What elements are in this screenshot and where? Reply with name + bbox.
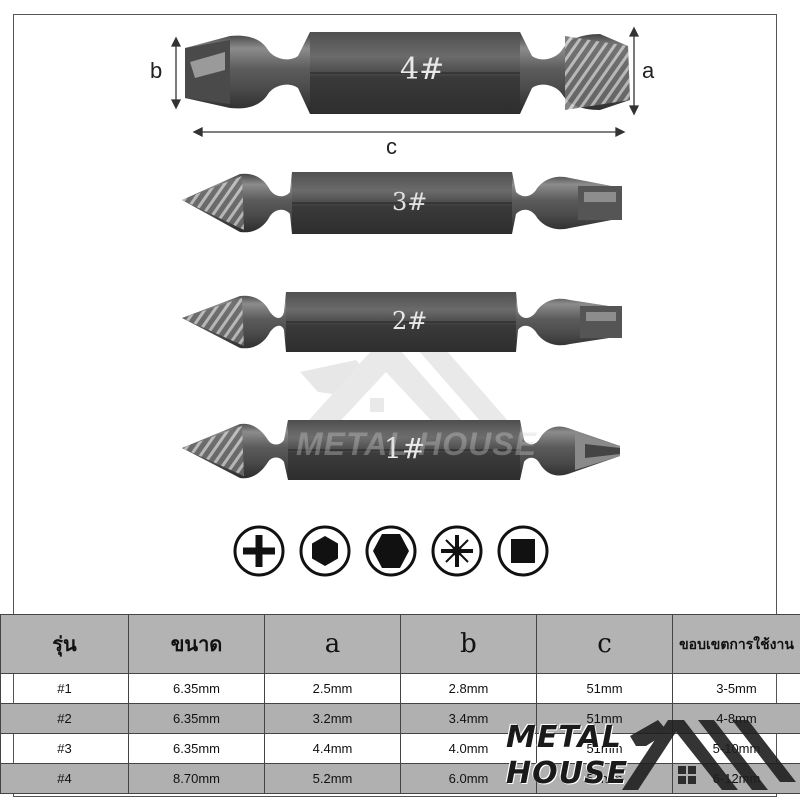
cell-model: #4: [0, 763, 129, 794]
cell-c: 51mm: [536, 733, 673, 764]
bit-2: [182, 292, 622, 352]
star-cross-icon: [431, 525, 483, 577]
cell-model: #1: [0, 673, 129, 704]
spec-table: รุ่น ขนาด a b c ขอบเขตการใช้งาน #1 6.35m…: [0, 614, 800, 794]
table-header-row: รุ่น ขนาด a b c ขอบเขตการใช้งาน: [0, 614, 800, 674]
bit-4-label: 4#: [400, 52, 445, 87]
header-a: a: [264, 614, 401, 674]
watermark-logo: [300, 350, 516, 430]
bit-4: [185, 32, 630, 114]
header-range: ขอบเขตการใช้งาน: [672, 614, 800, 674]
bit-3-label: 3#: [392, 188, 428, 216]
cell-a: 5.2mm: [264, 763, 401, 794]
cell-a: 3.2mm: [264, 703, 401, 734]
table-row: #2 6.35mm 3.2mm 3.4mm 51mm 4-8mm: [0, 703, 800, 734]
outer-frame: [13, 14, 777, 797]
cell-model: #3: [0, 733, 129, 764]
bit-1-label: 1#: [384, 432, 426, 465]
header-model: รุ่น: [0, 614, 129, 674]
bit-3: [182, 172, 622, 234]
dimension-label-c: c: [386, 134, 397, 159]
cell-b: 2.8mm: [400, 673, 537, 704]
table-row: #4 8.70mm 5.2mm 6.0mm 51mm 6-12mm: [0, 763, 800, 794]
screw-head-icons: [226, 524, 566, 586]
cell-size: 6.35mm: [128, 673, 265, 704]
hex-head-icon: [365, 525, 417, 577]
bit-1: [182, 420, 620, 480]
cell-model: #2: [0, 703, 129, 734]
cell-b: 4.0mm: [400, 733, 537, 764]
cell-range: 4-8mm: [672, 703, 800, 734]
cell-a: 2.5mm: [264, 673, 401, 704]
cell-a: 4.4mm: [264, 733, 401, 764]
cell-c: 51mm: [536, 703, 673, 734]
square-socket-icon: [497, 525, 549, 577]
cell-size: 6.35mm: [128, 703, 265, 734]
cell-size: 8.70mm: [128, 763, 265, 794]
table-row: #1 6.35mm 2.5mm 2.8mm 51mm 3-5mm: [0, 673, 800, 704]
phillips-cross-icon: [233, 525, 285, 577]
product-photo: b a c 4# 3# 2# 1# METAL HOUSE: [150, 26, 655, 480]
hex-socket-icon: [299, 525, 351, 577]
header-c: c: [536, 614, 673, 674]
cell-range: 5-10mm: [672, 733, 800, 764]
cell-size: 6.35mm: [128, 733, 265, 764]
dimension-label-b: b: [150, 58, 163, 83]
cell-range: 6-12mm: [672, 763, 800, 794]
bit-2-label: 2#: [392, 307, 428, 335]
cell-c: 51mm: [536, 763, 673, 794]
table-row: #3 6.35mm 4.4mm 4.0mm 51mm 5-10mm: [0, 733, 800, 764]
cell-range: 3-5mm: [672, 673, 800, 704]
cell-c: 51mm: [536, 673, 673, 704]
dimension-lines: [170, 26, 640, 138]
header-b: b: [400, 614, 537, 674]
cell-b: 6.0mm: [400, 763, 537, 794]
cell-b: 3.4mm: [400, 703, 537, 734]
dimension-label-a: a: [642, 58, 655, 83]
watermark-center-text: METAL HOUSE: [296, 426, 537, 462]
header-size: ขนาด: [128, 614, 265, 674]
